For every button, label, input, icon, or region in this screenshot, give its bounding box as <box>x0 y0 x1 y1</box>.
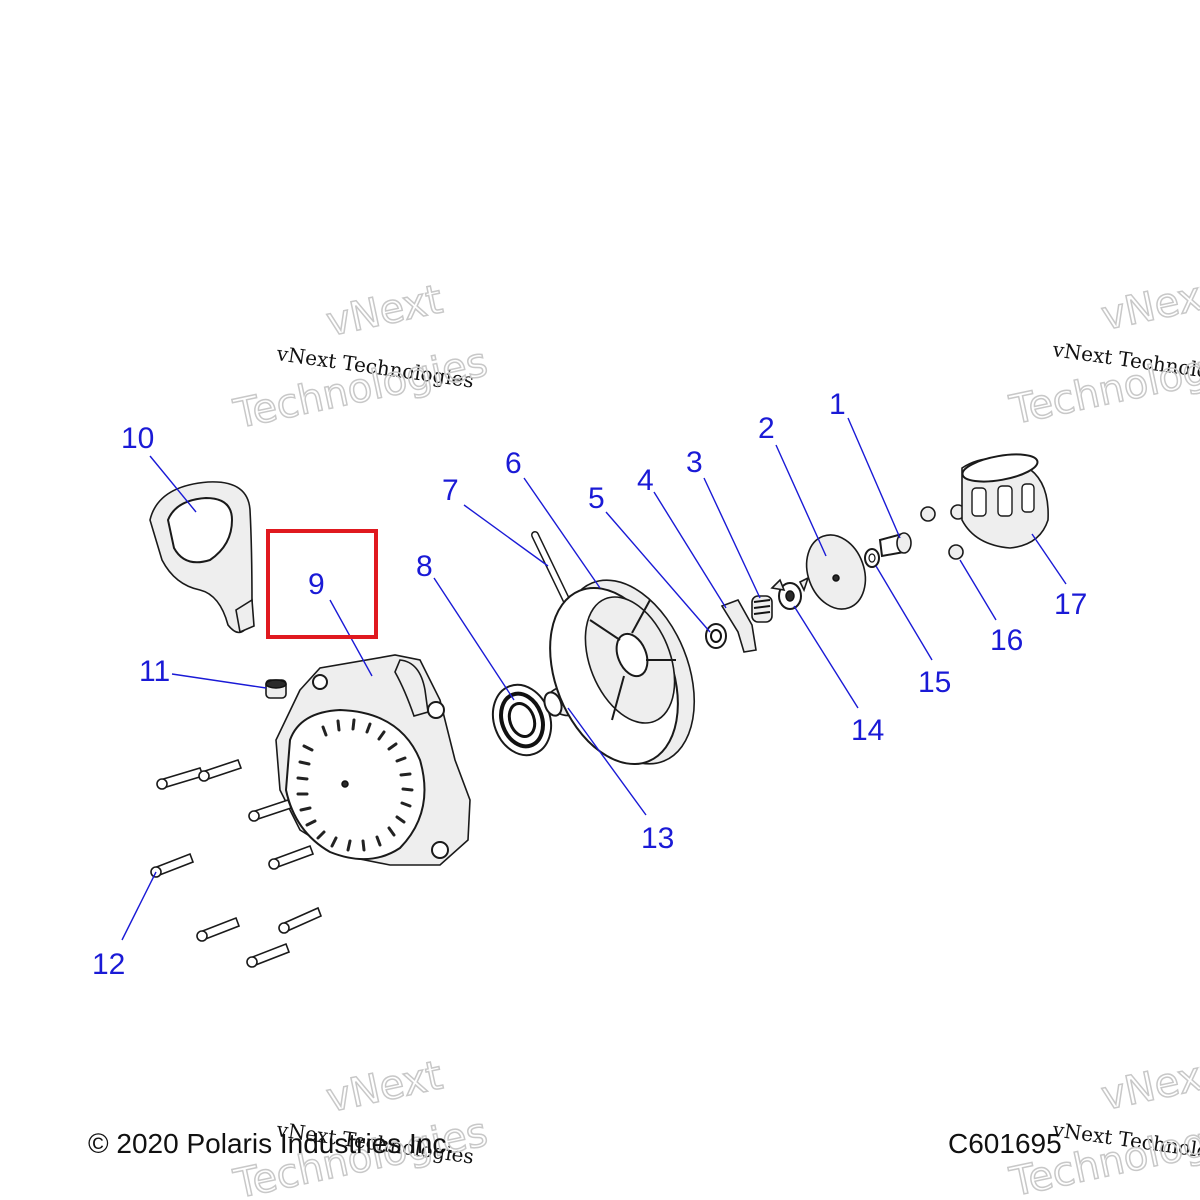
callout-8[interactable]: 8 <box>416 550 433 583</box>
watermark-bottom-left: vNext Technologies vNext Technologies <box>229 1052 492 1200</box>
callout-5[interactable]: 5 <box>588 482 605 515</box>
callout-10[interactable]: 10 <box>121 422 154 455</box>
part-3-spring <box>751 595 773 623</box>
copyright-text: © 2020 Polaris Industries Inc. <box>88 1128 455 1159</box>
part-4-pawl <box>720 599 757 653</box>
callout-1[interactable]: 1 <box>829 388 846 421</box>
part-1-center-bolt <box>878 532 912 558</box>
part-16-nuts <box>920 504 966 560</box>
part-12-bolts <box>150 758 323 968</box>
callout-11[interactable]: 11 <box>139 655 170 688</box>
svg-text:vNext: vNext <box>323 1052 447 1121</box>
watermark-bottom-right: vNext Technologies vNext Technologies <box>1005 1050 1200 1200</box>
watermark-top-right: vNext Technologies vNext Technologies <box>1005 270 1200 435</box>
part-6-pulley <box>549 579 696 766</box>
callout-6[interactable]: 6 <box>505 447 522 480</box>
part-9-recoil-housing <box>275 654 471 866</box>
part-5-spring-clip <box>705 623 727 649</box>
callout-3[interactable]: 3 <box>686 446 703 479</box>
svg-text:vNext: vNext <box>1098 1050 1200 1119</box>
callout-7[interactable]: 7 <box>442 474 459 507</box>
callout-15[interactable]: 15 <box>918 666 951 699</box>
svg-text:vNext: vNext <box>1098 270 1200 339</box>
callout-12[interactable]: 12 <box>92 948 125 981</box>
callout-9-highlight-box <box>266 529 378 639</box>
callout-4[interactable]: 4 <box>637 464 654 497</box>
callout-14[interactable]: 14 <box>851 714 884 747</box>
part-15-washer <box>864 548 880 568</box>
callout-16[interactable]: 16 <box>990 624 1023 657</box>
housing-vent-slots <box>296 718 414 852</box>
callout-17[interactable]: 17 <box>1054 588 1087 621</box>
part-8-recoil-spring <box>491 683 553 757</box>
diagram-code: C601695 <box>948 1128 1062 1159</box>
watermark-top-left: vNext Technologies vNext Technologies <box>229 276 492 439</box>
part-2-cover-plate <box>805 534 867 610</box>
part-10-starter-handle <box>149 481 255 634</box>
svg-text:vNext: vNext <box>323 276 447 345</box>
callout-9[interactable]: 9 <box>308 568 325 601</box>
part-17-starter-cup <box>961 453 1049 549</box>
callout-13[interactable]: 13 <box>641 822 674 855</box>
callout-labels: 1 2 3 4 5 6 7 8 9 10 11 12 13 14 15 16 1… <box>92 388 1087 981</box>
part-11-bushing <box>265 679 287 699</box>
part-14-friction-plate <box>770 576 810 610</box>
callout-2[interactable]: 2 <box>758 412 775 445</box>
